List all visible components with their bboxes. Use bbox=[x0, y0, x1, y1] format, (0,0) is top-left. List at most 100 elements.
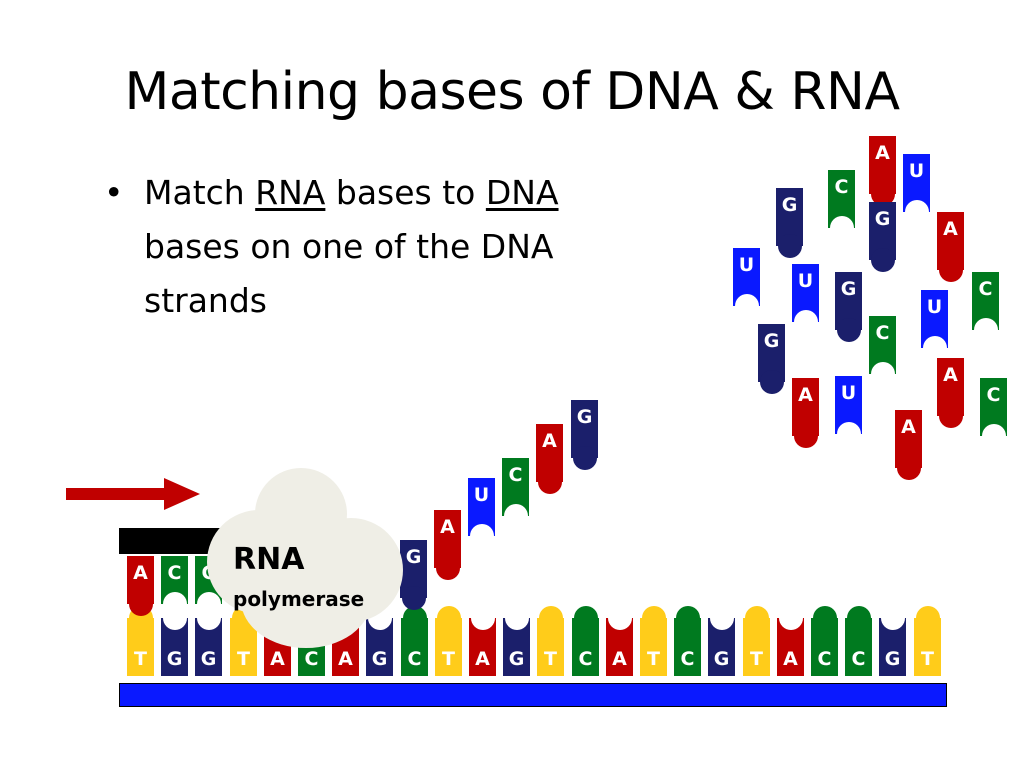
free-base-u: U bbox=[835, 376, 862, 446]
free-base-u: U bbox=[921, 290, 948, 360]
dna-base-t: T bbox=[537, 606, 564, 676]
base-label: C bbox=[978, 278, 993, 300]
base-label: T bbox=[544, 648, 557, 670]
free-base-g: G bbox=[869, 202, 896, 272]
base-label: T bbox=[921, 648, 934, 670]
bullet-prefix: Match bbox=[144, 173, 256, 212]
base-label: G bbox=[763, 330, 780, 352]
dna-base-c: C bbox=[674, 606, 701, 676]
dna-base-a: A bbox=[777, 606, 804, 676]
free-base-a: A bbox=[937, 212, 964, 282]
base-label: G bbox=[874, 208, 891, 230]
dna-base-a: A bbox=[469, 606, 496, 676]
free-base-c: C bbox=[972, 272, 999, 342]
base-label: A bbox=[943, 218, 958, 240]
base-label: G bbox=[713, 648, 730, 670]
dna-base-g: G bbox=[879, 606, 906, 676]
dna-base-t: T bbox=[743, 606, 770, 676]
free-base-c: C bbox=[980, 378, 1007, 448]
base-label: T bbox=[750, 648, 763, 670]
base-label: U bbox=[797, 270, 814, 292]
base-label: G bbox=[508, 648, 525, 670]
slide-title: Matching bases of DNA & RNA bbox=[124, 62, 900, 122]
base-label: G bbox=[371, 648, 388, 670]
base-label: C bbox=[407, 648, 422, 670]
base-label: A bbox=[901, 416, 916, 438]
base-label: C bbox=[680, 648, 695, 670]
dna-base-c: C bbox=[572, 606, 599, 676]
incoming-base-c: C bbox=[502, 458, 529, 528]
base-label: A bbox=[783, 648, 798, 670]
arrow-right-icon bbox=[66, 478, 200, 510]
dna-base-t: T bbox=[127, 606, 154, 676]
free-base-a: A bbox=[937, 358, 964, 428]
base-label: G bbox=[200, 648, 217, 670]
base-label: C bbox=[817, 648, 832, 670]
base-label: A bbox=[270, 648, 285, 670]
base-label: G bbox=[884, 648, 901, 670]
base-label: U bbox=[840, 382, 857, 404]
base-label: A bbox=[338, 648, 353, 670]
polymerase-subtitle: polymerase bbox=[233, 587, 365, 611]
dna-base-g: G bbox=[161, 606, 188, 676]
bullet-suffix: bases on one of the DNA strands bbox=[144, 227, 554, 320]
bullet-text: Match RNA bases to DNA bases on one of t… bbox=[144, 166, 604, 328]
base-label: T bbox=[237, 648, 250, 670]
bullet-dot: • bbox=[104, 173, 124, 212]
free-base-a: A bbox=[895, 410, 922, 480]
base-label: U bbox=[738, 254, 755, 276]
base-label: A bbox=[612, 648, 627, 670]
free-base-a: A bbox=[792, 378, 819, 448]
dna-base-t: T bbox=[914, 606, 941, 676]
base-label: C bbox=[875, 322, 890, 344]
incoming-base-u: U bbox=[468, 478, 495, 548]
base-label: A bbox=[133, 562, 148, 584]
base-label: G bbox=[576, 406, 593, 428]
bullet-dna-word: DNA bbox=[485, 173, 559, 212]
base-label: A bbox=[475, 648, 490, 670]
dna-base-t: T bbox=[435, 606, 462, 676]
base-label: C bbox=[834, 176, 849, 198]
base-label: G bbox=[781, 194, 798, 216]
rna-base-a: A bbox=[127, 556, 154, 616]
base-label: A bbox=[542, 430, 557, 452]
bullet-middle: bases to bbox=[325, 173, 486, 212]
free-base-a: A bbox=[869, 136, 896, 206]
base-label: U bbox=[926, 296, 943, 318]
base-label: T bbox=[134, 648, 147, 670]
base-label: A bbox=[440, 516, 455, 538]
dna-base-g: G bbox=[708, 606, 735, 676]
dna-base-g: G bbox=[503, 606, 530, 676]
dna-base-c: C bbox=[845, 606, 872, 676]
free-base-u: U bbox=[903, 154, 930, 224]
free-base-c: C bbox=[828, 170, 855, 240]
free-base-g: G bbox=[758, 324, 785, 394]
free-base-c: C bbox=[869, 316, 896, 386]
rna-polymerase: RNA polymerase bbox=[205, 466, 405, 650]
base-label: C bbox=[986, 384, 1001, 406]
base-label: G bbox=[840, 278, 857, 300]
base-label: C bbox=[167, 562, 182, 584]
dna-backbone bbox=[119, 683, 947, 707]
dna-base-c: C bbox=[401, 606, 428, 676]
incoming-base-a: A bbox=[536, 424, 563, 494]
free-base-g: G bbox=[776, 188, 803, 258]
dna-base-t: T bbox=[640, 606, 667, 676]
free-base-g: G bbox=[835, 272, 862, 342]
free-base-u: U bbox=[733, 248, 760, 318]
incoming-base-g: G bbox=[571, 400, 598, 470]
incoming-base-g: G bbox=[400, 540, 427, 610]
base-label: G bbox=[405, 546, 422, 568]
base-label: G bbox=[166, 648, 183, 670]
base-label: U bbox=[908, 160, 925, 182]
dna-base-a: A bbox=[606, 606, 633, 676]
base-label: C bbox=[508, 464, 523, 486]
bullet-point: • Match RNA bases to DNA bases on one of… bbox=[104, 166, 604, 328]
incoming-base-a: A bbox=[434, 510, 461, 580]
dna-base-c: C bbox=[811, 606, 838, 676]
base-label: C bbox=[578, 648, 593, 670]
base-label: A bbox=[798, 384, 813, 406]
base-label: A bbox=[875, 142, 890, 164]
polymerase-title: RNA bbox=[233, 542, 305, 577]
